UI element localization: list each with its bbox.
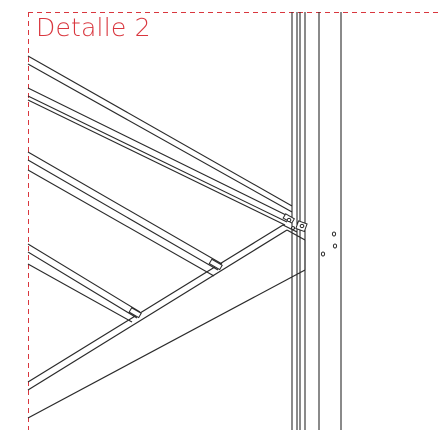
bolt-head <box>290 226 296 230</box>
lower-purlin <box>27 243 141 323</box>
bolt-hole <box>332 243 338 249</box>
bolt-hole <box>331 231 337 237</box>
main-beam <box>27 224 306 419</box>
bolt-head <box>286 217 292 223</box>
connector-clips <box>128 213 308 319</box>
upper-rafters <box>27 55 293 226</box>
detail-title: Detalle 2 <box>36 13 151 42</box>
clip <box>128 307 142 319</box>
clip <box>208 258 223 271</box>
detail-frame <box>28 12 438 430</box>
post-bolt-holes <box>320 231 338 257</box>
middle-purlin <box>27 151 223 277</box>
vertical-post <box>291 12 342 430</box>
bolt-head <box>299 223 305 229</box>
bolt-hole <box>320 251 326 257</box>
